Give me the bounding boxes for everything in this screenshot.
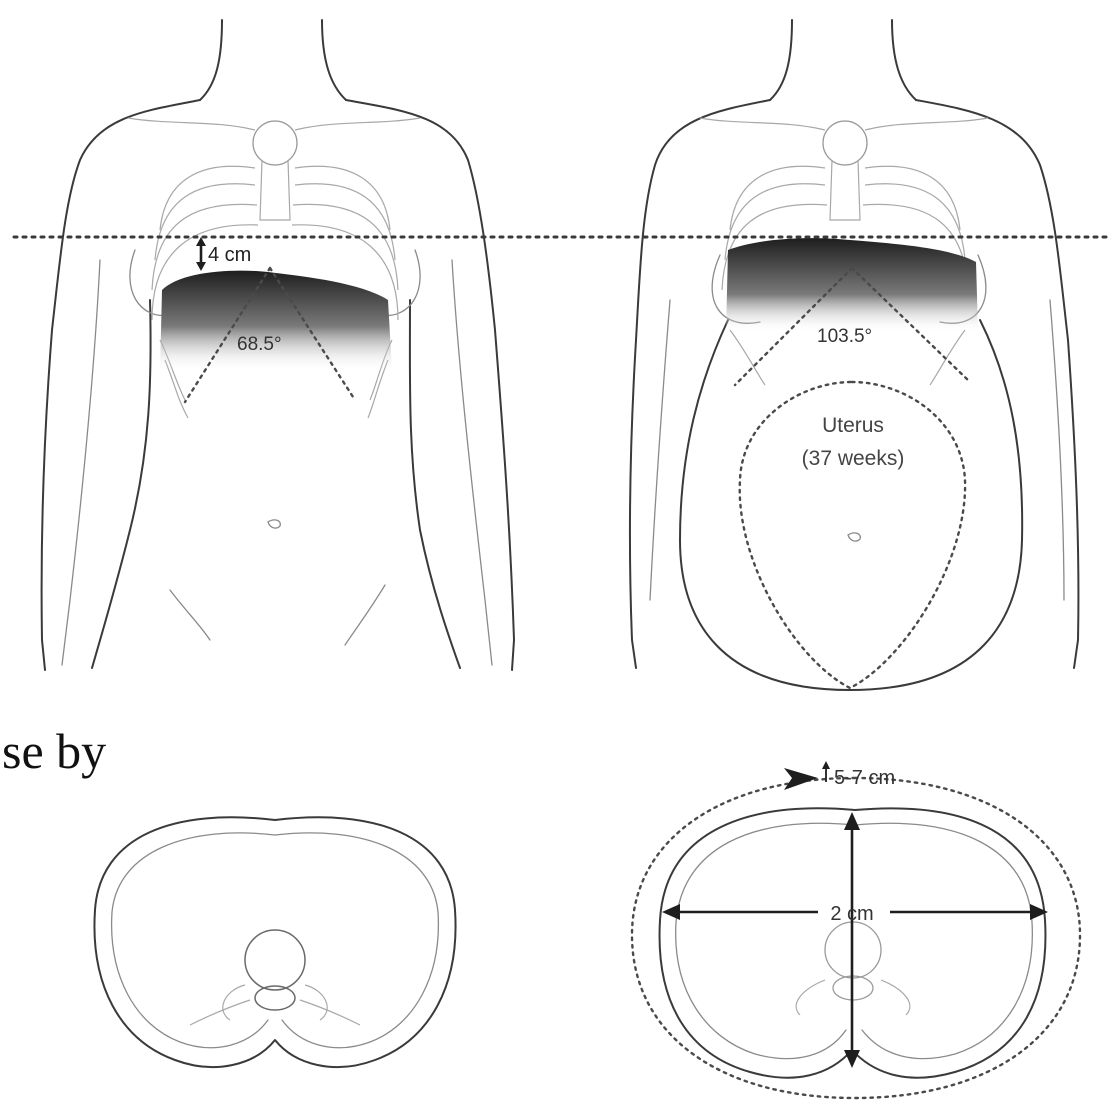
torso-non-pregnant: 4 cm 68.5° bbox=[42, 20, 514, 670]
label-diameter: 2 cm bbox=[830, 903, 873, 925]
label-right-angle: 103.5° bbox=[817, 326, 872, 347]
label-uterus-weeks: (37 weeks) bbox=[802, 447, 905, 470]
label-left-height: 4 cm bbox=[208, 244, 251, 266]
arrowhead-icon bbox=[784, 768, 818, 790]
torso-pregnant: 103.5° Uterus (37 weeks) bbox=[630, 20, 1079, 690]
label-left-angle: 68.5° bbox=[237, 334, 282, 355]
cross-section-non-pregnant bbox=[94, 817, 455, 1067]
slide-text-fragment: se by bbox=[2, 723, 106, 779]
label-uterus: Uterus bbox=[822, 414, 884, 437]
diaphragm-left bbox=[160, 271, 392, 372]
cross-section-pregnant: 5-7 cm 2 cm bbox=[632, 761, 1080, 1098]
diaphragm-right bbox=[726, 238, 978, 332]
double-arrow-icon bbox=[662, 812, 1048, 1068]
label-circumference: 5-7 cm bbox=[834, 767, 895, 789]
